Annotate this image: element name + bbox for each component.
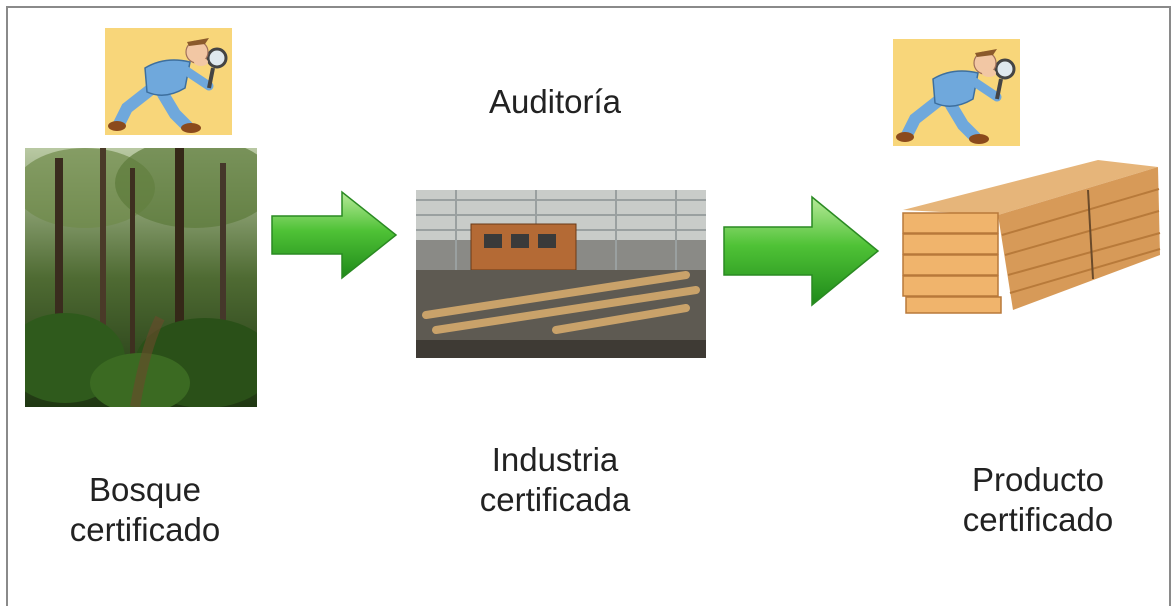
stage-label-industry: Industria certificada: [450, 440, 660, 520]
sawmill-image: [416, 190, 706, 358]
arrow-right-icon: [270, 190, 398, 280]
forest-image: [25, 148, 257, 407]
auditor-icon: [105, 28, 232, 135]
stage-label-forest: Bosque certificado: [40, 470, 250, 550]
audit-label: Auditoría: [488, 83, 622, 120]
auditor-icon: [893, 39, 1020, 146]
stage-label-line: Producto: [971, 461, 1105, 498]
stage-label-line: Bosque: [89, 471, 201, 508]
stage-label-line: certificado: [69, 511, 221, 548]
stage-label-line: certificada: [479, 481, 631, 518]
stage-label-line: certificado: [962, 501, 1114, 538]
stage-label-product: Producto certificado: [928, 460, 1148, 540]
stage-label-line: Industria: [491, 441, 619, 478]
arrow-right-icon: [722, 195, 880, 307]
lumber-image: [898, 155, 1163, 320]
